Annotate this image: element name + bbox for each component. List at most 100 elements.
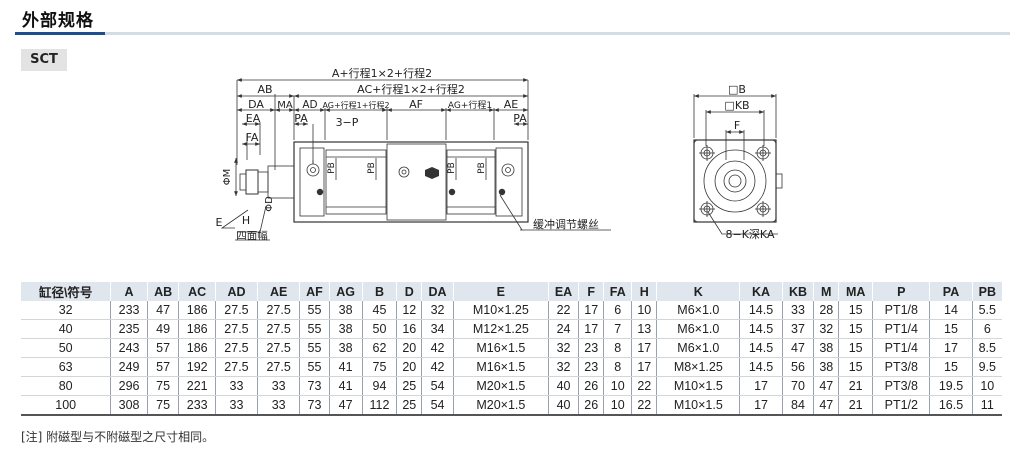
- table-cell: 17: [578, 319, 604, 339]
- table-cell: 55: [299, 319, 330, 339]
- table-cell: 70: [781, 376, 814, 396]
- table-cell: 55: [299, 338, 330, 358]
- table-cell: 55: [299, 357, 330, 377]
- column-header: AC: [178, 282, 216, 301]
- table-cell: 14.5: [739, 319, 783, 339]
- table-cell: 47: [813, 395, 839, 416]
- table-cell: 15: [929, 357, 973, 377]
- table-cell: 17: [631, 338, 657, 358]
- dim-ea-label: EA: [246, 112, 261, 125]
- dim-ag-s1-label: AG+行程1: [448, 99, 492, 111]
- table-cell: 6: [603, 301, 632, 320]
- table-cell: 47: [328, 395, 363, 416]
- side-f-label: F: [734, 119, 740, 132]
- table-cell: 27.5: [257, 338, 300, 358]
- dim-ad-label: AD: [302, 99, 317, 111]
- table-cell: 40: [547, 376, 579, 396]
- table-cell: 15: [838, 319, 873, 339]
- table-cell: 32: [813, 319, 839, 339]
- table-cell: 41: [328, 357, 363, 377]
- column-header: K: [656, 282, 740, 301]
- column-header: MA: [838, 282, 873, 301]
- table-cell: 47: [146, 301, 179, 320]
- table-cell: 27.5: [214, 357, 258, 377]
- column-header: DA: [421, 282, 454, 301]
- column-header: EA: [547, 282, 579, 301]
- title-divider: [15, 32, 1010, 35]
- dim-pb-label-3: PB: [447, 162, 457, 174]
- dim-af-label: AF: [409, 98, 423, 111]
- table-cell: 186: [178, 338, 216, 358]
- dim-ma-label: MA: [277, 100, 293, 111]
- table-cell: 22: [631, 376, 657, 396]
- table-cell: M20×1.5: [452, 395, 549, 416]
- table-cell: M10×1.25: [452, 301, 549, 320]
- table-cell: 38: [813, 357, 839, 377]
- dim-pa-left-label: PA: [294, 112, 308, 125]
- table-cell: 33: [257, 376, 300, 396]
- table-cell: M6×1.0: [656, 301, 740, 320]
- table-cell: 45: [361, 301, 397, 320]
- table-cell: 296: [110, 376, 148, 396]
- table-cell: 32: [21, 301, 111, 320]
- table-cell: PT3/8: [872, 376, 930, 396]
- column-header: FA: [603, 282, 632, 301]
- column-header: E: [452, 282, 549, 301]
- dim-ab-label: AB: [257, 83, 272, 96]
- column-header: AF: [299, 282, 330, 301]
- table-cell: 20: [396, 357, 422, 377]
- table-cell: 27.5: [257, 319, 300, 339]
- table-cell: 42: [421, 338, 454, 358]
- table-cell: M8×1.25: [656, 357, 740, 377]
- dim-ac-label: AC+行程1×2+行程2: [357, 83, 465, 96]
- table-cell: 22: [631, 395, 657, 416]
- table-cell: 38: [813, 338, 839, 358]
- table-cell: 33: [257, 395, 300, 416]
- table-cell: 55: [299, 301, 330, 320]
- table-cell: 34: [421, 319, 454, 339]
- table-cell: 21: [838, 376, 873, 396]
- table-cell: 27.5: [257, 301, 300, 320]
- column-header: AD: [214, 282, 258, 301]
- table-cell: 8: [603, 357, 632, 377]
- column-header: A: [110, 282, 148, 301]
- table-cell: 38: [328, 338, 363, 358]
- table-cell: 7: [603, 319, 632, 339]
- table-cell: 32: [421, 301, 454, 320]
- table-cell: 50: [361, 319, 397, 339]
- table-cell: 186: [178, 301, 216, 320]
- column-header: AE: [257, 282, 300, 301]
- side-k-label: 8−K深KA: [726, 228, 775, 241]
- table-cell: 19.5: [929, 376, 973, 396]
- table-cell: 14.5: [739, 301, 783, 320]
- table-cell: 75: [146, 376, 179, 396]
- table-cell: 25: [396, 395, 422, 416]
- dim-pb-label-1: PB: [327, 162, 337, 174]
- table-cell: 10: [971, 376, 1002, 396]
- table-cell: 27.5: [214, 319, 258, 339]
- table-cell: 37: [781, 319, 814, 339]
- table-cell: 243: [110, 338, 148, 358]
- table-cell: 32: [547, 357, 579, 377]
- table-cell: 6: [971, 319, 1002, 339]
- table-cell: 56: [781, 357, 814, 377]
- table-cell: 38: [328, 301, 363, 320]
- table-cell: 233: [110, 301, 148, 320]
- column-header: PB: [971, 282, 1002, 301]
- table-cell: 233: [178, 395, 216, 416]
- side-kb-label: □KB: [724, 99, 749, 112]
- dim-pb-label-2: PB: [367, 162, 377, 174]
- table-cell: 27.5: [214, 301, 258, 320]
- table-cell: 47: [781, 338, 814, 358]
- table-cell: 26: [578, 395, 604, 416]
- page-title: 外部规格: [22, 11, 94, 31]
- table-cell: 192: [178, 357, 216, 377]
- footnote: [注] 附磁型与不附磁型之尺寸相同。: [21, 430, 215, 444]
- table-cell: 33: [781, 301, 814, 320]
- table-cell: 11: [971, 395, 1002, 416]
- column-header: KA: [739, 282, 783, 301]
